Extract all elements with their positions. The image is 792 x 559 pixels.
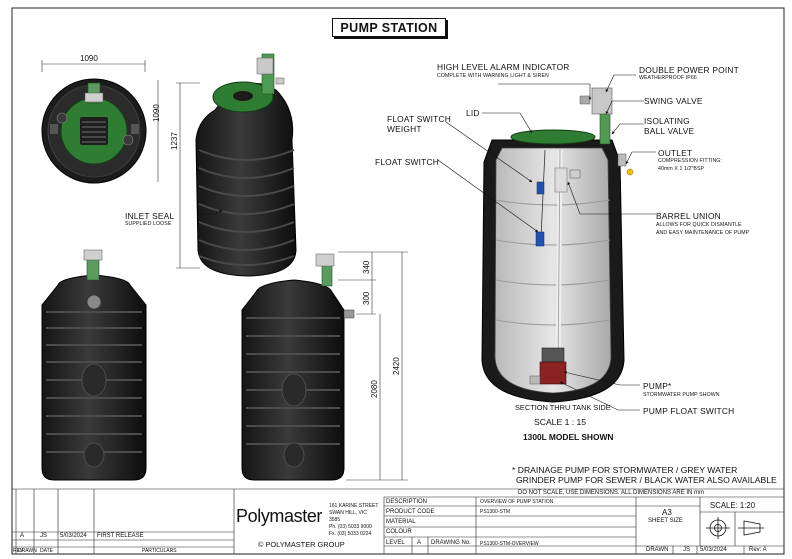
callout-barrel-union-sub-1: ALLOWS FOR QUICK DISMANTLE <box>656 222 742 228</box>
drawn-by: JS <box>683 547 691 553</box>
callout-float-switch-weight-2: WEIGHT <box>387 124 422 134</box>
callout-barrel-union: BARREL UNION <box>656 211 721 221</box>
company-address-1: 161 KARINE STREET <box>329 503 379 509</box>
copyright: © POLYMASTER GROUP <box>258 540 345 549</box>
dim-top-depth: 1090 <box>152 104 161 122</box>
callout-high-level-alarm: HIGH LEVEL ALARM INDICATOR <box>437 62 570 72</box>
callout-high-level-alarm-sub: COMPLETE WITH WARNING LIGHT & SIREN <box>437 73 549 79</box>
note-drainage-pump: * DRAINAGE PUMP FOR STORMWATER / GREY WA… <box>512 465 738 475</box>
side-view <box>241 251 408 481</box>
callout-float-switch: FLOAT SWITCH <box>375 157 439 167</box>
callout-pump: PUMP* <box>643 381 672 391</box>
sheet-border <box>11 7 785 555</box>
drawing-no-label: DRAWING No. <box>431 540 471 546</box>
company-address-2: SWAN HILL, VIC <box>329 510 367 516</box>
leader-lines <box>198 74 656 411</box>
isometric-view <box>176 53 297 277</box>
sheet-size-value: A3 <box>662 508 672 517</box>
callout-lid: LID <box>466 108 480 118</box>
dim-top-width: 1090 <box>80 54 98 63</box>
callout-ball-valve: BALL VALVE <box>644 126 695 136</box>
dim-total-height: 2420 <box>392 357 401 375</box>
callout-outlet: OUTLET <box>658 148 693 158</box>
projection-symbol <box>706 517 764 539</box>
rev-row-rev: A <box>20 533 25 539</box>
note-grinder-pump: GRINDER PUMP FOR SEWER / BLACK WATER ALS… <box>516 475 777 485</box>
rev-header-date: DATE <box>40 548 53 554</box>
dim-upper: 340 <box>362 260 371 274</box>
callout-outlet-sub-2: 40mm X 1 1/2"BSP <box>658 166 705 172</box>
rev-row-particulars: FIRST RELEASE <box>97 533 144 539</box>
product-code-label: PRODUCT CODE <box>386 509 435 515</box>
callout-swing-valve: SWING VALVE <box>644 96 703 106</box>
callout-double-power-point-sub: WEATHERPROOF IP66 <box>639 75 697 81</box>
revision-label: Rev: A <box>749 547 767 553</box>
callout-barrel-union-sub-2: AND EASY MAINTENANCE OF PUMP <box>656 230 750 236</box>
scale-field: SCALE: 1:20 <box>710 501 756 510</box>
dim-iso-height: 1237 <box>170 132 179 150</box>
callout-isolating: ISOLATING <box>644 116 690 126</box>
drawn-label: DRAWN <box>646 547 669 553</box>
company-address-3: 3585 <box>329 517 341 523</box>
sheet-size-label: SHEET SIZE <box>648 518 683 524</box>
dim-mid: 300 <box>362 291 371 305</box>
rev-header-drawn: DRAWN <box>18 548 37 554</box>
product-code-value: PS1300-STM <box>480 509 511 515</box>
callout-inlet-seal-sub: SUPPLIED LOOSE <box>125 221 172 227</box>
top-view <box>41 60 159 184</box>
level-label: LEVEL <box>386 540 405 546</box>
rev-row-date: 5/03/2024 <box>60 533 87 539</box>
company-phone: Ph. (03) 5033 9000 <box>329 524 372 530</box>
dim-inlet-height: 2080 <box>370 380 379 398</box>
callout-pump-sub: STORMWATER PUMP SHOWN <box>643 392 720 398</box>
drawn-date: 5/03/2024 <box>700 547 727 553</box>
title-block-grid <box>12 488 784 554</box>
section-view <box>481 87 634 403</box>
drawing-no-value: PS1300-STM-OVERVIEW <box>480 541 539 547</box>
section-label: SECTION THRU TANK SIDE <box>515 403 611 412</box>
material-label: MATERIAL <box>386 519 416 525</box>
company-logo: Polymaster <box>236 506 323 526</box>
callout-inlet-seal: INLET SEAL <box>125 211 175 221</box>
company-fax: Fx. (03) 5033 0224 <box>329 531 372 537</box>
callout-float-switch-weight-1: FLOAT SWITCH <box>387 114 451 124</box>
rev-header-particulars: PARTICULARS <box>142 548 177 554</box>
callout-pump-float-switch: PUMP FLOAT SWITCH <box>643 406 735 416</box>
description-value: OVERVIEW OF PUMP STATION <box>480 499 554 505</box>
colour-label: COLOUR <box>386 529 412 535</box>
model-shown-label: 1300L MODEL SHOWN <box>523 432 614 442</box>
level-value: A <box>417 540 422 546</box>
scale-label: SCALE 1 : 15 <box>534 417 587 427</box>
note-do-not-scale: DO NOT SCALE, USE DIMENSIONS. ALL DIMENS… <box>518 490 705 496</box>
rev-header-rev: REV <box>13 548 24 554</box>
front-view <box>41 249 147 481</box>
callout-outlet-sub-1: COMPRESSION FITTING: <box>658 158 722 164</box>
callout-double-power-point: DOUBLE POWER POINT <box>639 65 739 75</box>
page-title: PUMP STATION <box>332 18 446 37</box>
description-label: DESCRIPTION <box>386 499 428 505</box>
rev-row-drawn: JS <box>40 533 48 539</box>
